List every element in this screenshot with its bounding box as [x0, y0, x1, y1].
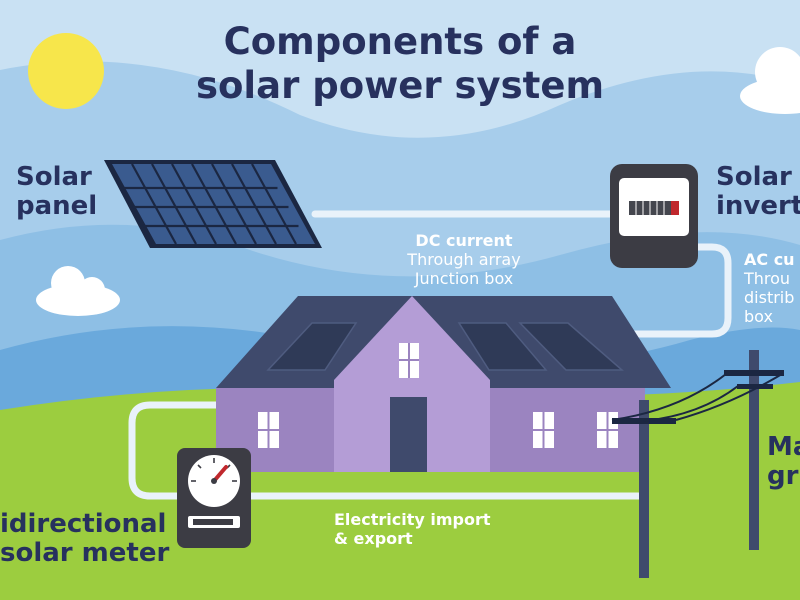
- main-grid-label-line-2: gr: [767, 461, 799, 491]
- dc-current-line-1: Through array: [407, 250, 521, 269]
- wiring-cables: [128, 210, 732, 500]
- sun-icon: [28, 33, 104, 109]
- dc-current-heading: DC current: [415, 231, 513, 250]
- solar-inverter-label-line-1: Solar: [716, 162, 792, 192]
- dc-current-line-2: Junction box: [414, 269, 514, 288]
- solar-inverter-icon: [610, 164, 698, 268]
- bidirectional-meter-label: idirectional solar meter: [0, 510, 169, 568]
- solar-panel-icon: [104, 160, 322, 248]
- electricity-flow-label: Electricity import & export: [334, 510, 491, 548]
- ac-current-line-2: distrib: [744, 288, 795, 307]
- house-gable: [334, 296, 490, 472]
- cloud-icon: [740, 47, 800, 114]
- solar-panel-label-line-1: Solar: [16, 162, 92, 192]
- main-grid-label-line-1: Ma: [767, 432, 800, 462]
- solar-panel-label: Solar panel: [16, 163, 97, 221]
- bidirectional-meter-label-line-1: idirectional: [0, 509, 167, 539]
- solar-panel-label-line-2: panel: [16, 191, 98, 221]
- house-door: [390, 397, 427, 472]
- bidirectional-meter-icon: [177, 448, 251, 548]
- ac-current-line-3: box: [744, 307, 773, 326]
- bidirectional-meter-label-line-2: solar meter: [0, 538, 170, 568]
- electricity-flow-line-2: & export: [334, 529, 413, 548]
- ac-current-line-1: Throu: [744, 269, 791, 288]
- solar-inverter-label: Solar invert: [716, 163, 800, 221]
- house-icon: [216, 296, 671, 472]
- house-wall-right: [490, 388, 645, 472]
- ac-current-heading: AC cu: [744, 250, 795, 269]
- cloud-icon: [36, 266, 120, 316]
- dc-current-label: DC current Through array Junction box: [380, 231, 548, 288]
- title-line-1: Components of a: [223, 20, 577, 63]
- ac-current-label: AC cu Throu distrib box: [744, 250, 795, 326]
- page-title: Components of a solar power system: [0, 20, 800, 108]
- electricity-flow-line-1: Electricity import: [334, 510, 491, 529]
- main-grid-label: Ma gr: [767, 433, 800, 491]
- solar-inverter-label-line-2: invert: [716, 191, 800, 221]
- power-line-poles: [611, 350, 784, 578]
- title-line-2: solar power system: [195, 64, 605, 107]
